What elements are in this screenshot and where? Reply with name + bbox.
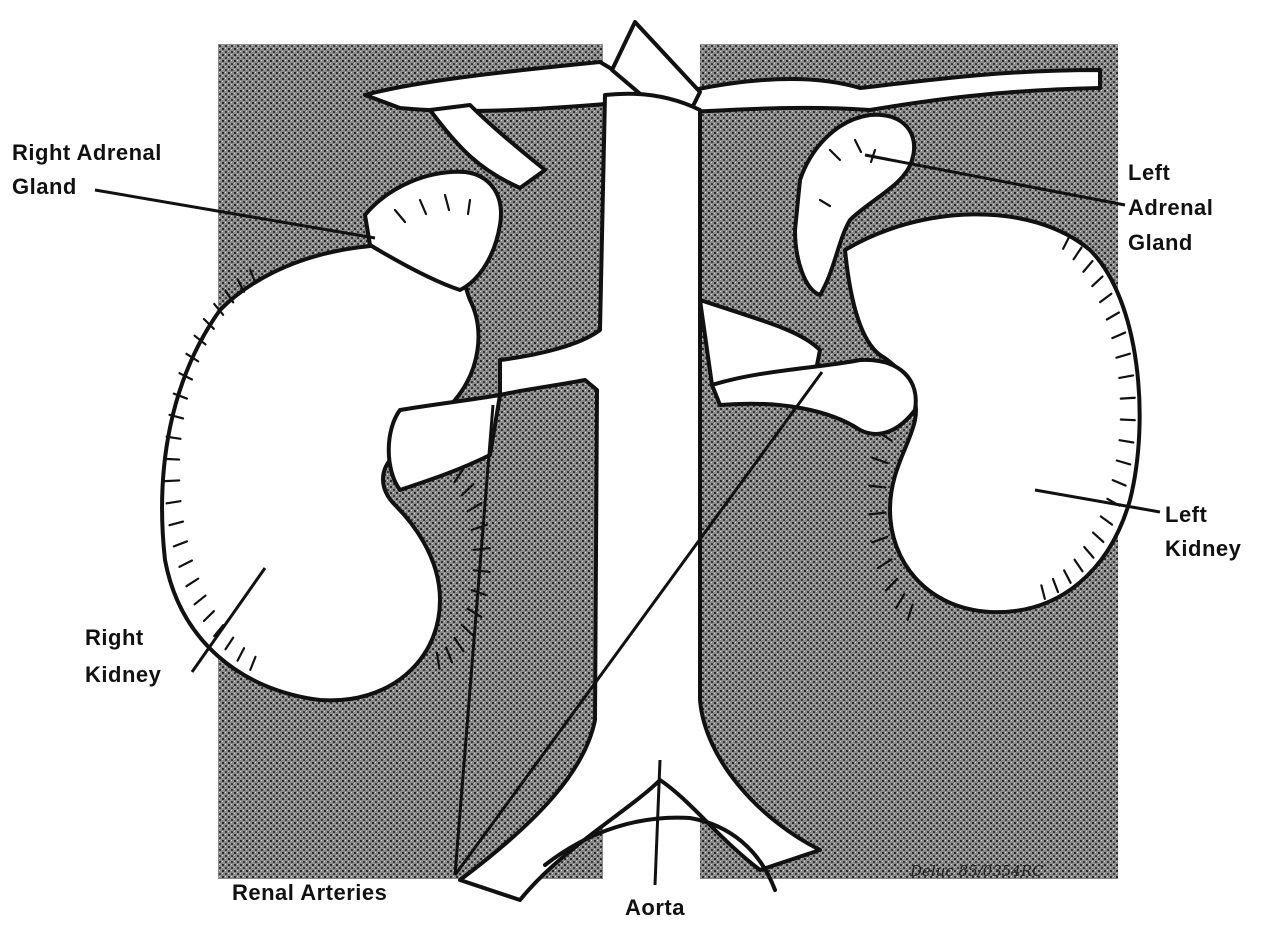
label-right-adrenal-line1: Right Adrenal [12, 140, 162, 165]
label-left-kidney-line2: Kidney [1165, 536, 1242, 561]
label-left-adrenal-line1: Left [1128, 160, 1171, 185]
label-left-adrenal-line2: Adrenal [1128, 195, 1213, 220]
hatch-stroke [165, 480, 179, 481]
hatch-stroke [1121, 398, 1135, 399]
hatch-stroke [165, 459, 179, 460]
label-right-adrenal-line2: Gland [12, 174, 77, 199]
label-left-kidney-line1: Left [1165, 502, 1208, 527]
label-aorta: Aorta [625, 895, 685, 920]
label-right-kidney-line2: Kidney [85, 662, 162, 687]
illustrator-signature: Deluc 85/0354RC [909, 862, 1044, 880]
label-right-kidney-line1: Right [85, 625, 144, 650]
label-renal-arteries: Renal Arteries [232, 880, 387, 905]
hatch-stroke [1121, 419, 1135, 420]
label-left-adrenal-line3: Gland [1128, 230, 1193, 255]
